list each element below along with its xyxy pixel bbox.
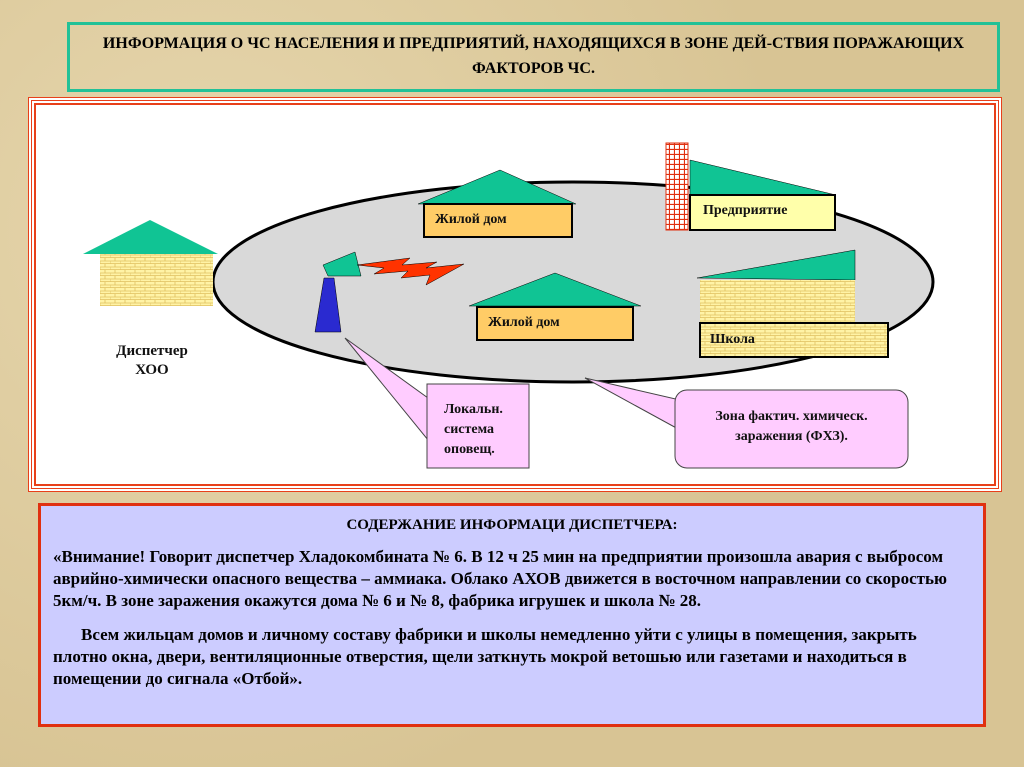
callout-zone-line1: Зона фактич. химическ. bbox=[715, 409, 868, 424]
callout-local-line2: система bbox=[444, 422, 495, 437]
house1-label: Жилой дом bbox=[435, 212, 507, 227]
school-building bbox=[700, 280, 855, 325]
house2-body bbox=[476, 306, 634, 341]
callout-local-line3: оповещ. bbox=[444, 442, 495, 457]
dispatcher-message-box: СОДЕРЖАНИЕ ИНФОРМАЦИ ДИСПЕТЧЕРА: «Вниман… bbox=[38, 503, 986, 727]
callout-local-text: Локальн. система оповещ. bbox=[444, 400, 503, 460]
loudspeaker-horn-icon bbox=[322, 251, 362, 277]
callout-zone-pointer bbox=[584, 377, 681, 431]
school-roof bbox=[696, 249, 856, 281]
dispatcher-house bbox=[100, 254, 213, 306]
callout-local-box bbox=[426, 383, 530, 469]
callout-local-line1: Локальн. bbox=[444, 402, 503, 417]
page-title: ИНФОРМАЦИЯ О ЧС НАСЕЛЕНИЯ И ПРЕДПРИЯТИЙ,… bbox=[67, 22, 1000, 92]
house1-body bbox=[423, 203, 573, 238]
dispatcher-label-line1: Диспетчер bbox=[116, 343, 188, 359]
message-paragraph-1: «Внимание! Говорит диспетчер Хладокомбин… bbox=[53, 547, 947, 610]
enterprise-label: Предприятие bbox=[703, 203, 788, 218]
lightning-icon bbox=[356, 257, 465, 286]
dispatcher-label: Диспетчер ХОО bbox=[112, 342, 192, 380]
callout-zone-box bbox=[674, 389, 909, 469]
school-label-box bbox=[699, 322, 889, 358]
loudspeaker-tower-icon bbox=[314, 277, 342, 333]
callout-zone-line2: заражения (ФХЗ). bbox=[735, 429, 848, 444]
dispatcher-label-line2: ХОО bbox=[135, 362, 169, 378]
school-label: Школа bbox=[710, 332, 755, 347]
message-paragraph-2: Всем жильцам домов и личному составу фаб… bbox=[53, 625, 917, 688]
enterprise-body bbox=[689, 194, 836, 231]
enterprise-roof bbox=[689, 159, 837, 196]
dispatcher-roof bbox=[83, 220, 218, 254]
message-heading: СОДЕРЖАНИЕ ИНФОРМАЦИ ДИСПЕТЧЕРА: bbox=[346, 517, 678, 533]
house2-label: Жилой дом bbox=[488, 315, 560, 330]
callout-zone-text: Зона фактич. химическ. заражения (ФХЗ). bbox=[675, 407, 908, 447]
chimney bbox=[665, 142, 689, 231]
